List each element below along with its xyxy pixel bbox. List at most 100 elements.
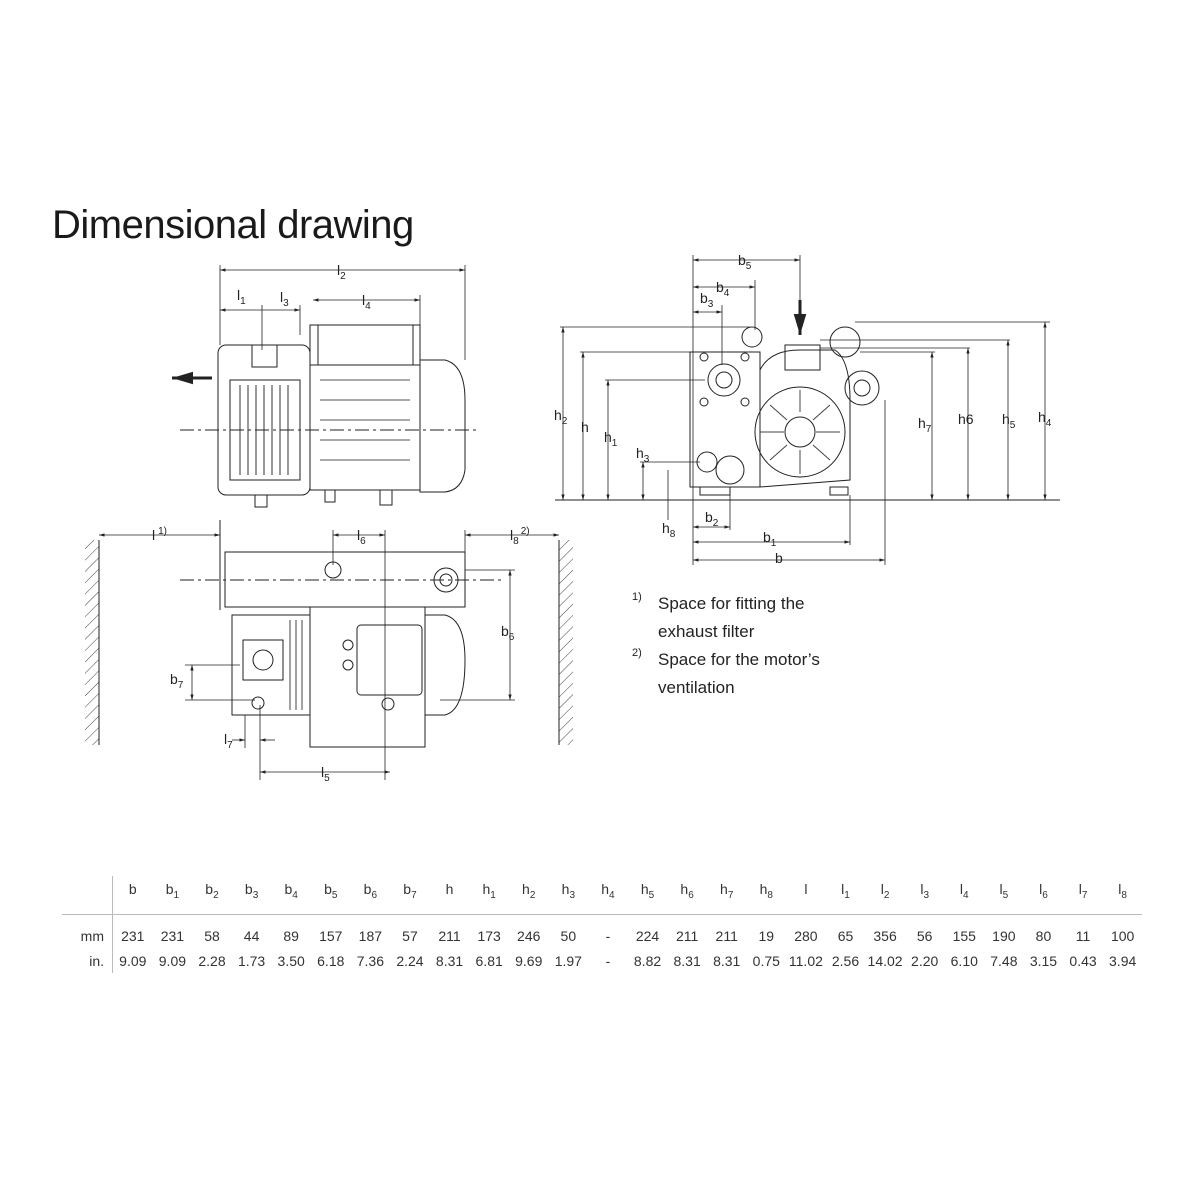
label-h6: h6 — [958, 411, 974, 427]
label-h4: h4 — [1038, 409, 1052, 429]
page-title: Dimensional drawing — [52, 203, 414, 247]
column-header: b3 — [231, 876, 272, 915]
label-l7: l7 — [224, 731, 233, 751]
table-cell: 2.28 — [198, 952, 226, 969]
table-cell: 211 — [715, 927, 738, 944]
table-cell: - — [605, 952, 611, 969]
table-cell: 44 — [243, 927, 260, 944]
table-cell: 3.94 — [1109, 952, 1137, 969]
table-cell: 100 — [1110, 927, 1135, 944]
row-unit: mm — [62, 914, 113, 948]
label-h5: h5 — [1002, 411, 1016, 431]
label-l5: l5 — [321, 764, 330, 784]
table-cell: 57 — [402, 927, 418, 944]
table-cell: 157 — [319, 927, 343, 944]
column-header: l5 — [984, 876, 1024, 915]
footnotes: 1)Space for fitting the exhaust filter 2… — [632, 590, 858, 702]
label-b3: b3 — [700, 290, 714, 310]
column-header: b — [112, 876, 153, 915]
table-cell: 14.02 — [867, 952, 903, 969]
column-header: b5 — [310, 876, 351, 915]
table-cell: 280 — [794, 927, 818, 944]
table-cell: 211 — [438, 927, 461, 944]
label-b1: b1 — [763, 529, 777, 549]
table-cell: 9.69 — [515, 952, 543, 969]
column-header: b7 — [390, 876, 430, 915]
column-header: l — [786, 876, 826, 915]
table-cell: 231 — [121, 927, 145, 944]
table-cell: 50 — [560, 927, 577, 944]
table-cell: 9.09 — [158, 952, 187, 969]
table-cell: 8.31 — [713, 952, 741, 969]
column-header: h3 — [548, 876, 589, 915]
column-header: h6 — [667, 876, 707, 915]
label-b2: b2 — [705, 509, 719, 529]
label-h3: h3 — [636, 445, 650, 465]
column-header: l6 — [1023, 876, 1064, 915]
column-header: l4 — [944, 876, 985, 915]
column-header: h — [429, 876, 470, 915]
column-header: h2 — [508, 876, 549, 915]
table-cell: 3.15 — [1029, 952, 1058, 969]
label-h2: h2 — [554, 407, 568, 427]
table-cell: 19 — [758, 927, 775, 944]
footnote-2: 2)Space for the motor’s ventilation — [632, 647, 820, 697]
column-header: b2 — [192, 876, 232, 915]
table-cell: 80 — [1035, 927, 1052, 944]
label-b4: b4 — [716, 279, 730, 299]
column-header: b4 — [271, 876, 311, 915]
label-l3: l3 — [280, 289, 289, 309]
column-header: l1 — [825, 876, 866, 915]
column-header: h8 — [746, 876, 787, 915]
table-cell: - — [605, 927, 611, 944]
table-cell: 6.18 — [317, 952, 345, 969]
row-unit: in. — [62, 948, 113, 973]
column-header: h7 — [706, 876, 747, 915]
table-cell: 0.43 — [1069, 952, 1097, 969]
label-l1: l1 — [237, 287, 246, 307]
footnote-1: 1)Space for fitting the exhaust filter — [632, 591, 805, 641]
table-cell: 6.10 — [950, 952, 978, 969]
label-h1: h1 — [604, 429, 618, 449]
label-l6: l6 — [357, 527, 366, 547]
column-header: h5 — [627, 876, 668, 915]
column-header: h4 — [588, 876, 628, 915]
column-header: h1 — [469, 876, 509, 915]
table-cell: 0.75 — [752, 952, 780, 969]
front-view — [555, 255, 1060, 565]
table-cell: 1.97 — [554, 952, 582, 969]
table-cell: 231 — [160, 927, 185, 944]
dimensional-drawing: l2 l1 l3 l4 b5 b4 b3 h2 h h1 h3 h8 b2 b1… — [85, 252, 1060, 784]
table-cell: 11 — [1075, 927, 1091, 944]
table-cell: 58 — [204, 927, 220, 944]
column-header: l8 — [1102, 876, 1143, 915]
table-cell: 8.31 — [673, 952, 701, 969]
label-l2: l2 — [337, 262, 346, 282]
label-b5: b5 — [738, 252, 752, 272]
table-cell: 2.24 — [396, 952, 424, 969]
column-header: b6 — [350, 876, 391, 915]
table-cell: 7.48 — [990, 952, 1018, 969]
table-cell: 224 — [635, 927, 660, 944]
column-header: l2 — [865, 876, 905, 915]
table-cell: 56 — [916, 927, 933, 944]
label-b: b — [775, 550, 783, 566]
table-cell: 8.82 — [633, 952, 662, 969]
top-view — [85, 520, 573, 748]
table-cell: 9.09 — [119, 952, 147, 969]
table-cell: 2.20 — [911, 952, 939, 969]
table-cell: 8.31 — [435, 952, 464, 969]
table-cell: 1.73 — [237, 952, 266, 969]
label-h8: h8 — [662, 520, 676, 540]
table-corner — [62, 876, 113, 915]
table-cell: 190 — [992, 927, 1016, 944]
table-cell: 3.50 — [277, 952, 305, 969]
dimension-labels: l2 l1 l3 l4 b5 b4 b3 h2 h h1 h3 h8 b2 b1… — [152, 252, 1052, 784]
side-view — [172, 324, 480, 508]
table-cell: 65 — [837, 927, 854, 944]
table-cell: 155 — [952, 927, 976, 944]
label-h: h — [581, 419, 589, 435]
